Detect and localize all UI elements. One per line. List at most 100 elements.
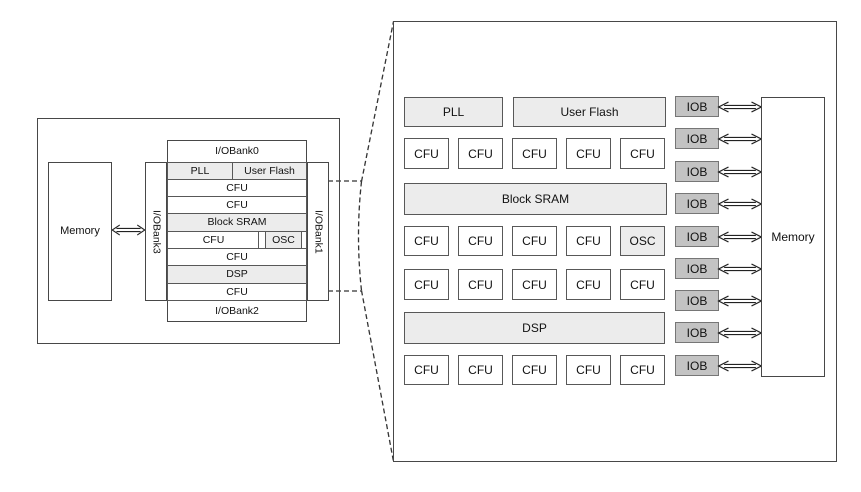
cfu-block: CFU [512,355,557,385]
cfu-label: CFU [414,363,439,377]
cfu-block: CFU [512,226,557,256]
iob-memory-arrow-icon [717,197,763,210]
iob-label: IOB [686,261,708,276]
iob-label: IOB [686,325,708,340]
left-pll-block: PLL [167,162,233,180]
cfu-label: CFU [414,234,439,248]
iob-block: IOB [675,290,719,311]
cfu-block: CFU [404,138,449,169]
pll-label: PLL [442,105,465,119]
chip-outline-box [37,118,340,344]
iob-label: IOB [686,99,708,114]
dsp-label: DSP [522,321,547,335]
iob-memory-arrow-icon [717,132,763,145]
iobank3-label: I/OBank3 [150,209,163,254]
memory-bus-arrow-icon [111,224,146,236]
cfu-label: CFU [630,363,655,377]
block-sram-block: Block SRAM [404,183,667,215]
cfu-block: CFU [458,355,503,385]
left-pll-label: PLL [190,164,210,177]
cfu-block: CFU [512,138,557,169]
iob-label: IOB [686,293,708,308]
iob-memory-arrow-icon [717,359,763,372]
osc-label: OSC [629,234,656,248]
left-memory-label: Memory [60,225,100,237]
cfu-label: CFU [468,277,493,292]
cfu-label: CFU [468,363,493,377]
cfu-label: CFU [468,146,493,161]
left-cfu-label: CFU [226,198,248,211]
iob-block: IOB [675,96,719,117]
left-user-flash-block: User Flash [232,162,307,180]
iob-memory-arrow-icon [717,230,763,243]
cfu-block: CFU [512,269,557,300]
detail-outline-box [393,21,837,462]
iob-memory-arrow-icon [717,100,763,113]
iob-label: IOB [686,358,708,373]
user-flash-block: User Flash [513,97,666,127]
left-dsp-row: DSP [167,265,307,284]
cfu-label: CFU [576,146,601,161]
left-cfu-row-1: CFU [167,179,307,197]
cfu-label: CFU [630,277,655,292]
cfu-block: CFU [566,226,611,256]
cfu-block: CFU [620,269,665,300]
left-dsp-label: DSP [226,268,248,281]
iobank0-label: I/OBank0 [215,145,259,158]
iob-label: IOB [686,229,708,244]
cfu-block: CFU [458,269,503,300]
left-osc-block: OSC [265,231,302,249]
left-cfu-row-4: CFU [167,283,307,301]
iob-block: IOB [675,128,719,149]
cfu-label: CFU [576,234,601,248]
cfu-label: CFU [576,363,601,377]
iobank2-label: I/OBank2 [215,304,259,317]
cfu-block: CFU [458,226,503,256]
left-cfu-label: CFU [226,285,248,298]
right-memory-label: Memory [771,230,815,244]
left-cfu-row-3: CFU [167,248,307,266]
user-flash-label: User Flash [560,105,619,119]
cfu-block: CFU [566,138,611,169]
left-user-flash-label: User Flash [244,164,295,177]
cfu-label: CFU [522,277,547,292]
dashed-fan-bottom-line [360,290,395,462]
cfu-label: CFU [468,234,493,248]
cfu-label: CFU [576,277,601,292]
cfu-block: CFU [404,269,449,300]
cfu-osc-divider [258,231,259,249]
iobank1-label: I/OBank1 [312,209,325,254]
iob-block: IOB [675,226,719,247]
left-block-sram-label: Block SRAM [207,216,267,229]
left-cfu-label: CFU [226,181,248,194]
iob-block: IOB [675,258,719,279]
cfu-block: CFU [404,226,449,256]
iob-block: IOB [675,193,719,214]
iob-memory-arrow-icon [717,326,763,339]
right-memory-block: Memory [761,97,825,377]
cfu-block: CFU [458,138,503,169]
cfu-block: CFU [404,355,449,385]
iobank1-block: I/OBank1 [307,162,329,301]
cfu-block: CFU [566,269,611,300]
cfu-label: CFU [630,146,655,161]
left-cfu-label: CFU [226,250,248,263]
left-osc-label: OSC [272,233,295,246]
cfu-label: CFU [414,146,439,161]
cfu-label: CFU [522,363,547,377]
left-cfu-label: CFU [202,233,225,246]
cfu-label: CFU [522,234,547,248]
cfu-block: CFU [566,355,611,385]
iob-memory-arrow-icon [717,165,763,178]
left-block-sram-row: Block SRAM [167,213,307,232]
cfu-label: CFU [522,146,547,161]
iob-block: IOB [675,322,719,343]
left-memory-block: Memory [48,162,112,301]
cfu-block: CFU [620,355,665,385]
cfu-label: CFU [414,277,439,292]
iob-block: IOB [675,355,719,376]
iobank0-block: I/OBank0 [167,140,307,163]
iobank2-block: I/OBank2 [167,300,307,322]
osc-block: OSC [620,226,665,256]
